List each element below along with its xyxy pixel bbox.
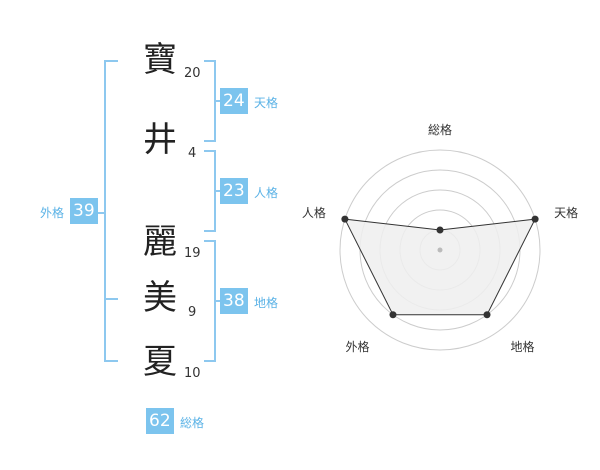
radar-point-天格	[531, 215, 539, 223]
soukaku-label: 総格	[180, 416, 205, 430]
radar-axis-label: 総格	[428, 122, 452, 137]
name-char-2: 井	[143, 120, 177, 160]
tenkaku-connector	[214, 100, 222, 102]
radar-point-地格	[483, 311, 491, 319]
radar-point-総格	[436, 226, 444, 234]
radar-axis-label: 天格	[554, 205, 578, 220]
name-char-1: 寶	[143, 40, 177, 80]
stroke-count-1: 20	[184, 66, 201, 81]
jinkaku-value: 23	[220, 178, 248, 204]
stroke-count-3: 19	[184, 246, 201, 261]
gaikaku-value: 39	[70, 198, 98, 224]
gaikaku-bracket	[104, 60, 118, 362]
chikaku-value: 38	[220, 288, 248, 314]
stroke-count-5: 10	[184, 366, 201, 381]
tenkaku-value: 24	[220, 88, 248, 114]
soukaku-value: 62	[146, 408, 174, 434]
gaikaku-label: 外格	[40, 206, 65, 220]
radar-point-外格	[389, 311, 397, 319]
radar-axis-label: 外格	[345, 339, 369, 354]
radar-axis-label: 人格	[302, 205, 326, 220]
radar-center-dot	[437, 247, 443, 253]
chikaku-label: 地格	[254, 296, 279, 310]
jinkaku-connector	[214, 190, 222, 192]
stroke-count-4: 9	[188, 305, 197, 320]
chikaku-connector	[214, 300, 222, 302]
gaikaku-divider-tick	[104, 298, 118, 300]
radar-grid-ring	[339, 149, 541, 351]
radar-point-人格	[341, 215, 349, 223]
gaikaku-connector	[98, 212, 106, 214]
tenkaku-label: 天格	[254, 96, 279, 110]
radar-series-area	[344, 218, 536, 316]
name-char-5: 夏	[143, 342, 177, 382]
stroke-count-2: 4	[188, 146, 197, 161]
name-char-4: 美	[143, 278, 177, 318]
name-char-3: 麗	[143, 222, 177, 262]
radar-axis-label: 地格	[511, 339, 535, 354]
jinkaku-label: 人格	[254, 186, 279, 200]
